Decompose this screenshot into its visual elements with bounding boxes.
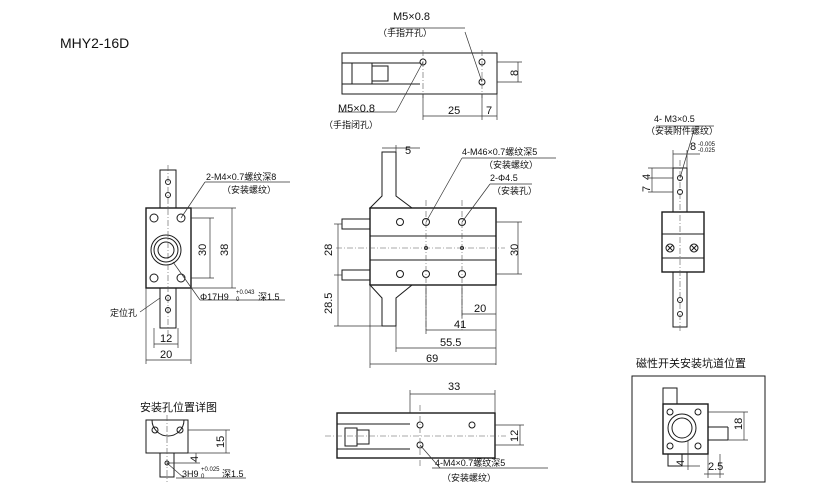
left-bore-tol0: 0 [236, 297, 240, 303]
top-dim-7: 7 [486, 105, 492, 117]
front-thread-note: （安装螺纹） [484, 159, 538, 170]
left-dim-38: 38 [219, 244, 231, 256]
top-m5-close: M5×0.8 [338, 103, 375, 115]
detail-title: 安装孔位置详图 [140, 400, 217, 414]
detail-fit-tol0: 0 [201, 474, 205, 480]
detail-dim-4: 4 [189, 456, 201, 462]
bottom-thread-note: （安装螺纹） [442, 472, 496, 483]
top-m5-open: M5×0.8 [393, 11, 430, 23]
right-thread-note: （安装附件螺纹） [646, 125, 718, 136]
front-dim-55-5: 55.5 [440, 337, 461, 349]
switch-dim-4: 4 [675, 460, 687, 466]
left-bore-phi: Φ17H9 [200, 292, 229, 302]
top-dim-25: 25 [448, 105, 460, 117]
switch-groove-view: 磁性开关安装坑道位置 18 4 2.5 [631, 356, 766, 483]
right-view: 4- M3×0.5 （安装附件螺纹） 8 -0.005-0.025 4 7 [641, 114, 718, 333]
front-dim-28: 28 [323, 244, 335, 256]
front-dim-69: 69 [426, 353, 438, 365]
bottom-thread: 4-M4×0.7螺纹深5 [435, 457, 505, 468]
top-m5-open-note: （手指开孔） [378, 27, 432, 38]
left-dim-30: 30 [197, 244, 209, 256]
front-view: 5 4-M46×0.7螺纹深5 （安装螺纹） 2-Φ4.5 （安装孔） 28 2… [323, 145, 556, 368]
left-thread: 2-M4×0.7螺纹深8 [206, 171, 276, 182]
front-thread: 4-M46×0.7螺纹深5 [462, 146, 537, 157]
bottom-dim-33: 33 [448, 381, 460, 393]
front-dim-30: 30 [509, 244, 521, 256]
front-dim-20: 20 [474, 303, 486, 315]
switch-dim-18: 18 [733, 418, 745, 430]
switch-dim-2-5: 2.5 [708, 461, 723, 473]
right-dim-8: 8 [690, 141, 696, 153]
left-locating-hole: 定位孔 [110, 307, 137, 318]
left-dim-12: 12 [160, 333, 172, 345]
front-hole-note: （安装孔） [492, 185, 537, 196]
bottom-dim-12: 12 [509, 430, 521, 442]
right-thread: 4- M3×0.5 [654, 114, 695, 124]
left-dim-20: 20 [160, 349, 172, 361]
switch-groove-title: 磁性开关安装坑道位置 [636, 356, 746, 370]
front-dim-41: 41 [454, 319, 466, 331]
left-bore-depth: 深1.5 [258, 292, 280, 302]
top-m5-close-note: （手指闭孔） [324, 119, 378, 130]
right-dim-7: 7 [641, 186, 653, 192]
detail-dim-15: 15 [215, 436, 227, 448]
detail-fit-tol: +0.025 [201, 467, 220, 473]
detail-view: 安装孔位置详图 15 4 3H9 +0.025 0 深1.5 [140, 400, 246, 482]
front-dim-5: 5 [405, 145, 411, 157]
right-dim-8-tol: -0.005-0.025 [698, 142, 716, 154]
detail-fit: 3H9 [182, 469, 199, 479]
top-dim-8: 8 [509, 70, 521, 76]
front-hole: 2-Φ4.5 [490, 173, 518, 183]
left-view: 2-M4×0.7螺纹深8 （安装螺纹） 30 38 Φ17H9 +0.043 0… [110, 165, 290, 364]
top-view: M5×0.8 （手指开孔） M5×0.8 （手指闭孔） 25 7 8 [324, 11, 522, 130]
right-dim-4: 4 [641, 174, 653, 180]
front-dim-28-5: 28.5 [323, 293, 335, 314]
model-title: MHY2-16D [60, 35, 129, 51]
bottom-view: 33 12 4-M4×0.7螺纹深5 （安装螺纹） [325, 381, 548, 483]
left-thread-note: （安装螺纹） [222, 184, 276, 195]
left-bore-tol: +0.043 [236, 290, 255, 296]
detail-depth: 深1.5 [222, 469, 244, 479]
